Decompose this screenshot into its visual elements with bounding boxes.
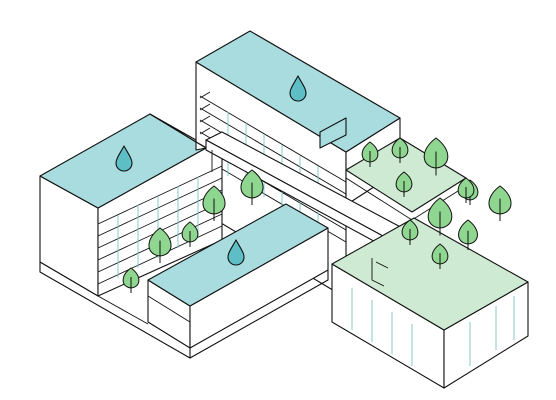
left-block-glazing <box>117 177 199 278</box>
leaf-tree-icon <box>427 197 453 236</box>
leaf-tree-icon <box>395 171 413 197</box>
podium-garden-roof <box>331 217 529 331</box>
water-drop-icon <box>115 145 133 172</box>
leaf-tree-icon <box>457 177 475 203</box>
podium-glazing <box>351 288 515 366</box>
leaf-tree-icon <box>181 221 199 247</box>
leaf-tree-icon <box>488 185 512 221</box>
corner-podium <box>331 217 529 389</box>
upper-link-bridge <box>149 113 207 151</box>
leaf-tree-icon <box>431 243 449 269</box>
trees-layer <box>122 137 512 293</box>
leaf-tree-icon <box>148 227 172 263</box>
leaf-tree-icon <box>361 141 379 167</box>
courtyard-low-building <box>147 203 329 349</box>
left-block-building <box>39 113 223 297</box>
leaf-tree-icon <box>240 169 264 205</box>
leaf-tree-icon <box>391 137 409 163</box>
leaf-tree-icon <box>458 219 478 250</box>
ground-plate <box>39 261 329 359</box>
leaf-tree-icon <box>401 219 419 245</box>
water-drop-icon <box>289 75 307 102</box>
leaf-tree-icon <box>122 267 140 293</box>
tall-slab-roof-step <box>319 117 347 149</box>
water-drop-icon <box>227 239 245 266</box>
leaf-tree-icon <box>202 185 226 221</box>
leaf-tree-icon <box>423 137 449 176</box>
